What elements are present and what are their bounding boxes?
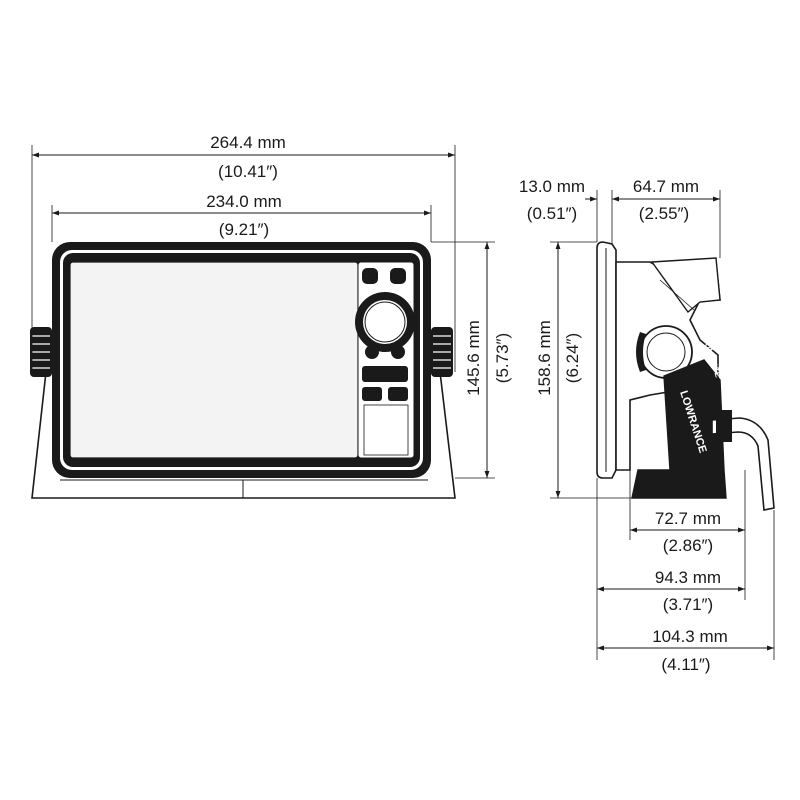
side-view: LOWRANCE DOMINATE [596, 241, 775, 511]
bezel-depth-imperial: (0.51″) [527, 204, 577, 223]
unit-depth-metric: 94.3 mm [655, 568, 721, 587]
dim-body-depth: 64.7 mm (2.55″) [612, 177, 721, 258]
overall-depth-metric: 104.3 mm [652, 627, 728, 646]
side-height-imperial: (6.24″) [563, 333, 582, 383]
dim-overall-depth: 104.3 mm (4.11″) [597, 510, 775, 674]
screen-width-metric: 234.0 mm [206, 192, 282, 211]
bracket-depth-imperial: (2.86″) [663, 536, 713, 555]
dim-bezel-depth: 13.0 mm (0.51″) [519, 177, 624, 244]
body-depth-metric: 64.7 mm [633, 177, 699, 196]
overall-depth-imperial: (4.11″) [661, 655, 710, 674]
bezel-depth-metric: 13.0 mm [519, 177, 585, 196]
body-depth-imperial: (2.55″) [639, 204, 689, 223]
dim-unit-depth: 94.3 mm (3.71″) [596, 478, 746, 660]
right-knob [431, 327, 453, 377]
left-knob [30, 327, 52, 377]
display-screen [69, 261, 359, 459]
unit-depth-imperial: (3.71″) [663, 595, 713, 614]
bracket-depth-metric: 72.7 mm [655, 509, 721, 528]
front-height-imperial: (5.73″) [493, 333, 512, 383]
front-view [30, 242, 456, 499]
dim-overall-width: 264.4 mm (10.41″) [31, 133, 456, 372]
dim-bracket-depth: 72.7 mm (2.86″) [629, 470, 746, 555]
dim-screen-width: 234.0 mm (9.21″) [51, 192, 432, 242]
screen-width-imperial: (9.21″) [219, 220, 269, 239]
front-height-metric: 145.6 mm [464, 320, 483, 396]
side-cable [711, 417, 775, 511]
dim-side-height: 158.6 mm (6.24″) [535, 241, 632, 499]
overall-width-metric: 264.4 mm [210, 133, 286, 152]
dim-front-height: 145.6 mm (5.73″) [431, 241, 512, 479]
overall-width-imperial: (10.41″) [218, 162, 278, 181]
side-height-metric: 158.6 mm [535, 320, 554, 396]
